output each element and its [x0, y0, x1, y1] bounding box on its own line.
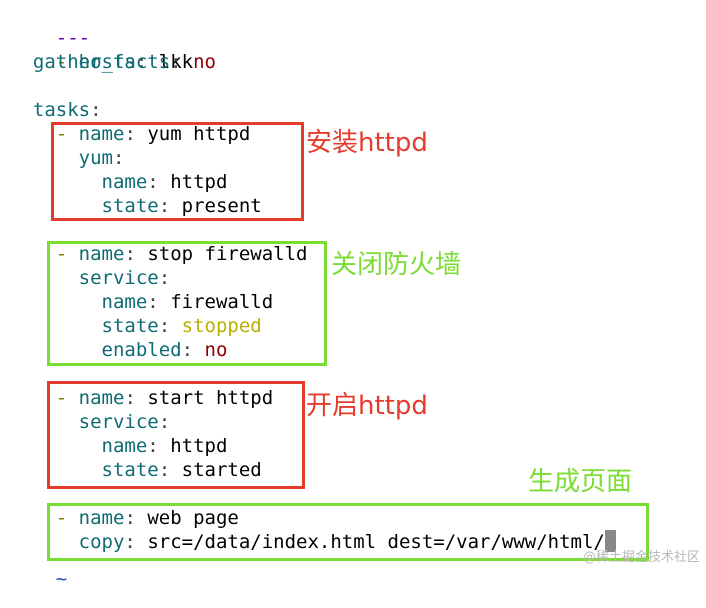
- task3-name-line: - name: start httpd: [55, 387, 274, 409]
- task4-name-line: - name: web page: [55, 507, 239, 529]
- task4-module-value: src=/data/index.html dest=/var/www/html/: [147, 531, 605, 553]
- task1-module-key: yum: [78, 147, 113, 169]
- task1-name-key: name: [78, 123, 125, 145]
- task1-param2-line: state: present: [101, 195, 262, 217]
- task3-module-line: service:: [78, 411, 171, 433]
- task1-name-line: - name: yum httpd: [55, 123, 251, 145]
- task1-name-value: yum httpd: [147, 123, 251, 145]
- gather-value: no: [193, 51, 216, 73]
- task3-param2-line: state: started: [101, 459, 262, 481]
- start-httpd-box: [47, 381, 305, 489]
- stop-firewall-box: [47, 241, 327, 366]
- dash: -: [55, 51, 68, 73]
- task2-name-line: - name: stop firewalld: [55, 243, 308, 265]
- gather-key: gather_facts: [32, 51, 171, 73]
- task4-module-line: copy: src=/data/index.html dest=/var/www…: [10, 530, 616, 554]
- task2-param1-line: name: firewalld: [101, 291, 274, 313]
- start-httpd-note: 开启httpd: [306, 391, 428, 421]
- task2-module-line: service:: [78, 267, 171, 289]
- watermark: @稀土掘金技术社区: [582, 550, 700, 565]
- task2-param2-line: state: stopped: [101, 315, 262, 337]
- doc-start: ---: [55, 27, 91, 49]
- doc-start-line: ---: [10, 2, 90, 49]
- task3-param1-line: name: httpd: [101, 435, 228, 457]
- task1-module-line: yum:: [78, 147, 125, 169]
- stop-firewall-note: 关闭防火墙: [331, 250, 462, 280]
- hosts-line: - hosts: lkk: [55, 51, 194, 73]
- tasks-line: tasks:: [32, 99, 102, 121]
- web-page-note: 生成页面: [528, 467, 633, 497]
- install-note: 安装httpd: [306, 128, 428, 158]
- install-box: [51, 122, 304, 221]
- gather-line: gather_facts: no: [32, 51, 216, 73]
- editor[interactable]: --- - hosts: lkk gather_facts: no tasks:…: [0, 0, 706, 589]
- web-page-box: [47, 503, 649, 561]
- text-cursor: [604, 530, 616, 552]
- hosts-value: lkk: [158, 51, 194, 73]
- hosts-key: hosts: [78, 51, 136, 73]
- task1-param1-line: name: httpd: [101, 171, 228, 193]
- task2-param3-line: enabled: no: [101, 339, 228, 361]
- task2-name-value: stop firewalld: [147, 243, 308, 265]
- task4-name-value: web page: [147, 507, 239, 529]
- task3-name-value: start httpd: [147, 387, 274, 409]
- tasks-key: tasks: [32, 99, 91, 121]
